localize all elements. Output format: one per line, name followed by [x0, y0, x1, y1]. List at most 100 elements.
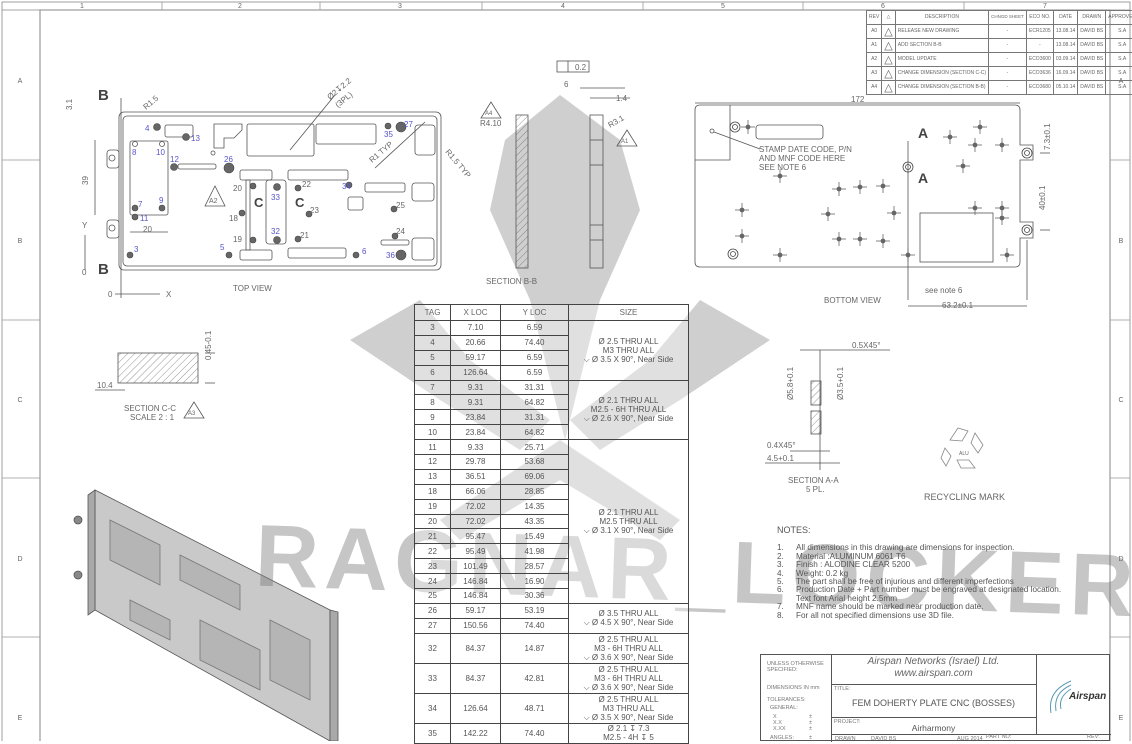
hole-size-line: M2.5 - 6H THRU ALL [569, 405, 688, 414]
hole-tag-22: 22 [302, 180, 311, 189]
eco-cell: ECO3600 [1026, 52, 1053, 66]
hole-tag-cell: 4 [415, 335, 451, 350]
dim-3-1: 3.1 [65, 98, 74, 110]
hole-x-cell: 142.22 [451, 723, 501, 743]
section-b-mark-bottom: B [98, 261, 109, 278]
stamp-note-line-1: STAMP DATE CODE, P/N [759, 145, 852, 154]
revision-header-row: REV △ DESCRIPTION CHNGD SHEET ECO NO. DA… [867, 11, 1132, 25]
hole-y-cell: 42.81 [501, 663, 569, 693]
hole-tag-20: 20 [233, 184, 242, 193]
hole-tag-cell: 18 [415, 484, 451, 499]
hole-center-mark [995, 138, 1009, 152]
rev-tag-a3: A3 [188, 411, 196, 417]
tolerances-label: TOLERANCES: [767, 697, 806, 703]
hole-center-mark [735, 229, 749, 243]
hole-y-cell: 30.36 [501, 589, 569, 604]
company-name: Airspan Networks (Israel) Ltd. [831, 656, 1036, 667]
hole-tag-26: 26 [224, 155, 233, 164]
dim-10-4: 10.4 [97, 381, 113, 390]
hole-center-mark [853, 232, 867, 246]
hole-tag-3: 3 [134, 245, 139, 254]
bottom-view-title: BOTTOM VIEW [824, 296, 881, 305]
hole-tag-cell: 27 [415, 618, 451, 633]
dim-0-45: 0.45-0.1 [204, 330, 213, 360]
section-c-mark-right: C [295, 195, 305, 210]
date-cell: 03.09.14 [1053, 52, 1077, 66]
rev-triangle-icon: △ [882, 52, 895, 66]
date-cell: 13.08.14 [1053, 38, 1077, 52]
stamp-note-line-3: SEE NOTE 6 [759, 163, 807, 172]
grid-row-c: C [17, 397, 22, 404]
hole-x-cell: 66.06 [451, 484, 501, 499]
hole-x-cell: 146.84 [451, 589, 501, 604]
hole-y-cell: 28.85 [501, 484, 569, 499]
tol-xxx: X.XX [773, 726, 786, 732]
grid-row-b-right: B [1119, 238, 1124, 245]
hole-size-line: ⌵ Ø 3.6 X 90°, Near Side [569, 653, 688, 662]
hole-tag-35: 35 [384, 130, 393, 139]
dim-1-4: 1.4 [616, 94, 628, 103]
drawn-cell: DAVID BS [1078, 38, 1106, 52]
airspan-logo: Airspan [1069, 691, 1106, 702]
isometric-view [74, 490, 338, 741]
hole-y-cell: 6.59 [501, 350, 569, 365]
hole-size-line: M3 THRU ALL [569, 704, 688, 713]
hole-y-cell: 14.35 [501, 499, 569, 514]
hole-tag-13: 13 [191, 134, 200, 143]
dim-172: 172 [851, 95, 865, 104]
grid-col-2: 2 [238, 3, 242, 10]
hole-y-cell: 48.71 [501, 693, 569, 723]
hole-x-cell: 36.51 [451, 469, 501, 484]
date-col-header: DATE [1053, 11, 1077, 25]
hole-y-cell: 64.82 [501, 395, 569, 410]
grid-row-c-right: C [1118, 397, 1123, 404]
rev-triangle-icon: △ [882, 80, 895, 94]
hole-table-header: TAG X LOC Y LOC SIZE [415, 305, 689, 321]
note-number: 8. [777, 612, 796, 620]
hole-x-cell: 23.84 [451, 425, 501, 440]
eco-col-header: ECO NO. [1026, 11, 1053, 25]
hole-tag-cell: 34 [415, 693, 451, 723]
hole-size-line: ⌵ Ø 3.5 X 90°, Near Side [569, 713, 688, 722]
note-number: 6. [777, 586, 796, 594]
hole-x-cell: 95.49 [451, 544, 501, 559]
dim-r4-10: R4.10 [480, 119, 502, 128]
hole-center-mark [876, 179, 890, 193]
hole-center-mark [821, 207, 835, 221]
hole-tag-cell: 12 [415, 455, 451, 470]
revision-row: A4△CHANGE DIMENSION (SECTION B-B)-ECO368… [867, 80, 1132, 94]
recycling-mark: ALU RECYCLING MARK [924, 428, 1005, 502]
bottom-view: 172 7.3±0.1 40±0.1 63.2±0.1 STAMP DATE C… [695, 95, 1052, 310]
recycling-label: RECYCLING MARK [924, 492, 1005, 502]
changed-sheet-col-header: CHNGD SHEET [989, 11, 1027, 25]
dim-7-3: 7.3±0.1 [1043, 123, 1052, 150]
company-website: www.airspan.com [831, 668, 1036, 679]
hole-tag-cell: 19 [415, 499, 451, 514]
hole-tag-cell: 11 [415, 440, 451, 455]
hole-tag-cell: 21 [415, 529, 451, 544]
hole-tag-7: 7 [138, 200, 143, 209]
hole-size-line: ⌵ Ø 2.6 X 90°, Near Side [569, 414, 688, 423]
rev-cell: A0 [867, 24, 882, 38]
section-a-a: 0.5X45° 0.4X45° 4.5+0.1 Ø5.8+0.1 Ø3.5+0.… [765, 341, 890, 494]
grid-row-e-right: E [1119, 715, 1124, 722]
hole-tag-21: 21 [300, 231, 309, 240]
rev-label: REV: [1087, 734, 1100, 740]
hole-size-line: ⌵ Ø 3.6 X 90°, Near Side [569, 683, 688, 692]
hole-tag-9: 9 [159, 196, 164, 205]
tol-xxx-value: ± [809, 726, 812, 732]
hole-size-line: Ø 2.5 THRU ALL [569, 337, 688, 346]
changed-sheet-cell: - [989, 52, 1027, 66]
hole-y-cell: 28.57 [501, 559, 569, 574]
hole-tag-5: 5 [220, 243, 225, 252]
note-text: For all not specified dimensions use 3D … [796, 612, 954, 620]
notes-block: NOTES: 1.All dimensions in this drawing … [777, 526, 1061, 620]
hole-y-cell: 15.49 [501, 529, 569, 544]
axis-x0-label: 0 [108, 290, 113, 299]
hole-center-mark [853, 180, 867, 194]
